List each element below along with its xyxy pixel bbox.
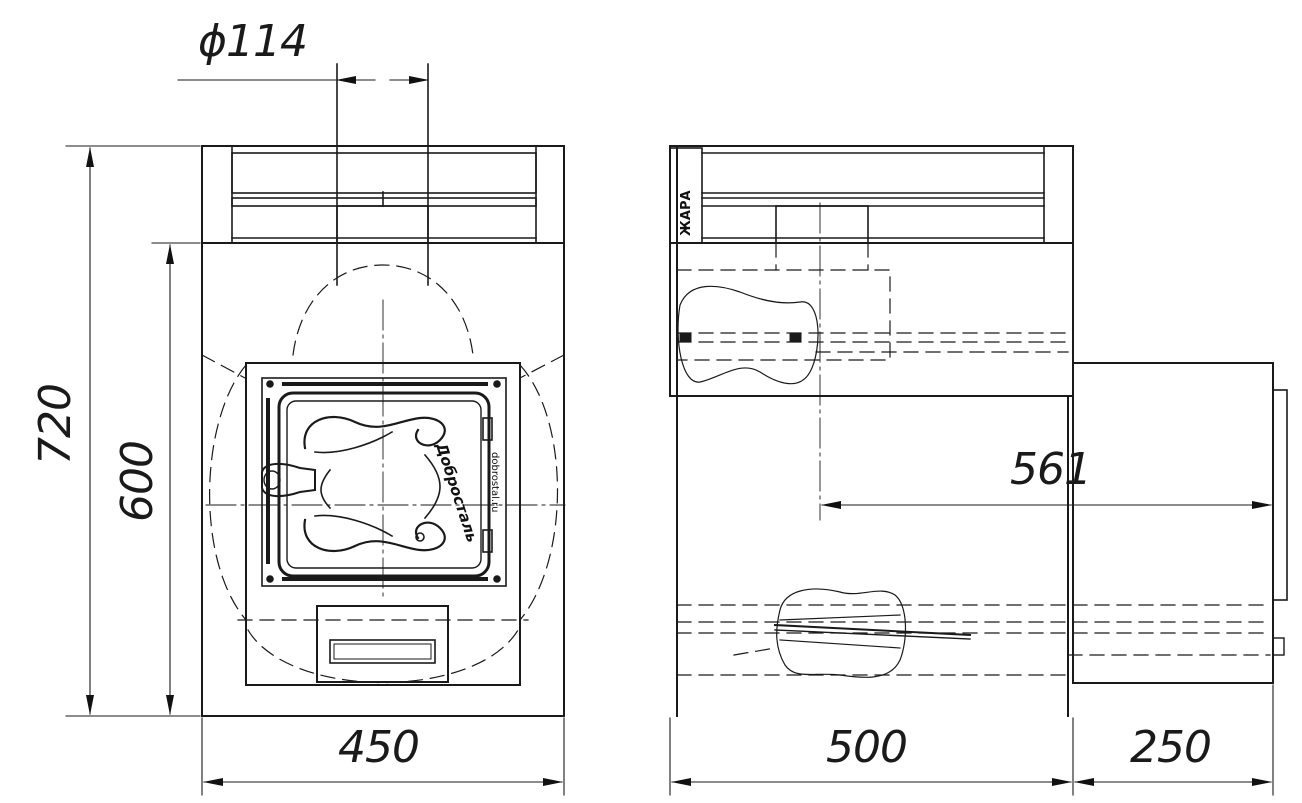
chimney-front <box>336 63 429 286</box>
side-hidden-contours <box>676 242 1271 676</box>
side-body-outline <box>669 145 1074 397</box>
ash-drawer <box>316 605 449 683</box>
stone-basket-side <box>669 145 1045 244</box>
dimension-lines <box>65 76 1274 796</box>
stone-basket-front <box>231 145 537 244</box>
breakout-upper <box>677 285 819 385</box>
dim-side-depth: 500 <box>826 722 907 773</box>
grate <box>773 614 972 649</box>
dim-body-height: 600 <box>112 441 163 522</box>
side-brand-label: ЖАРА <box>679 190 694 236</box>
front-hidden-contours <box>201 264 565 683</box>
front-view <box>201 63 566 717</box>
dim-front-width: 450 <box>338 722 419 773</box>
door-site-label: dobrostal.ru <box>489 452 500 513</box>
dim-tank-depth: 250 <box>1130 722 1211 773</box>
breakout-lower <box>776 588 907 678</box>
firebox-door <box>261 377 507 587</box>
dim-heater-extent: 561 <box>1010 444 1091 495</box>
dim-overall-height: 720 <box>30 384 81 465</box>
water-tank <box>1072 362 1288 684</box>
side-view <box>669 145 1288 717</box>
dim-chimney-diameter: ϕ114 <box>198 16 307 67</box>
front-body-outline <box>201 145 565 717</box>
